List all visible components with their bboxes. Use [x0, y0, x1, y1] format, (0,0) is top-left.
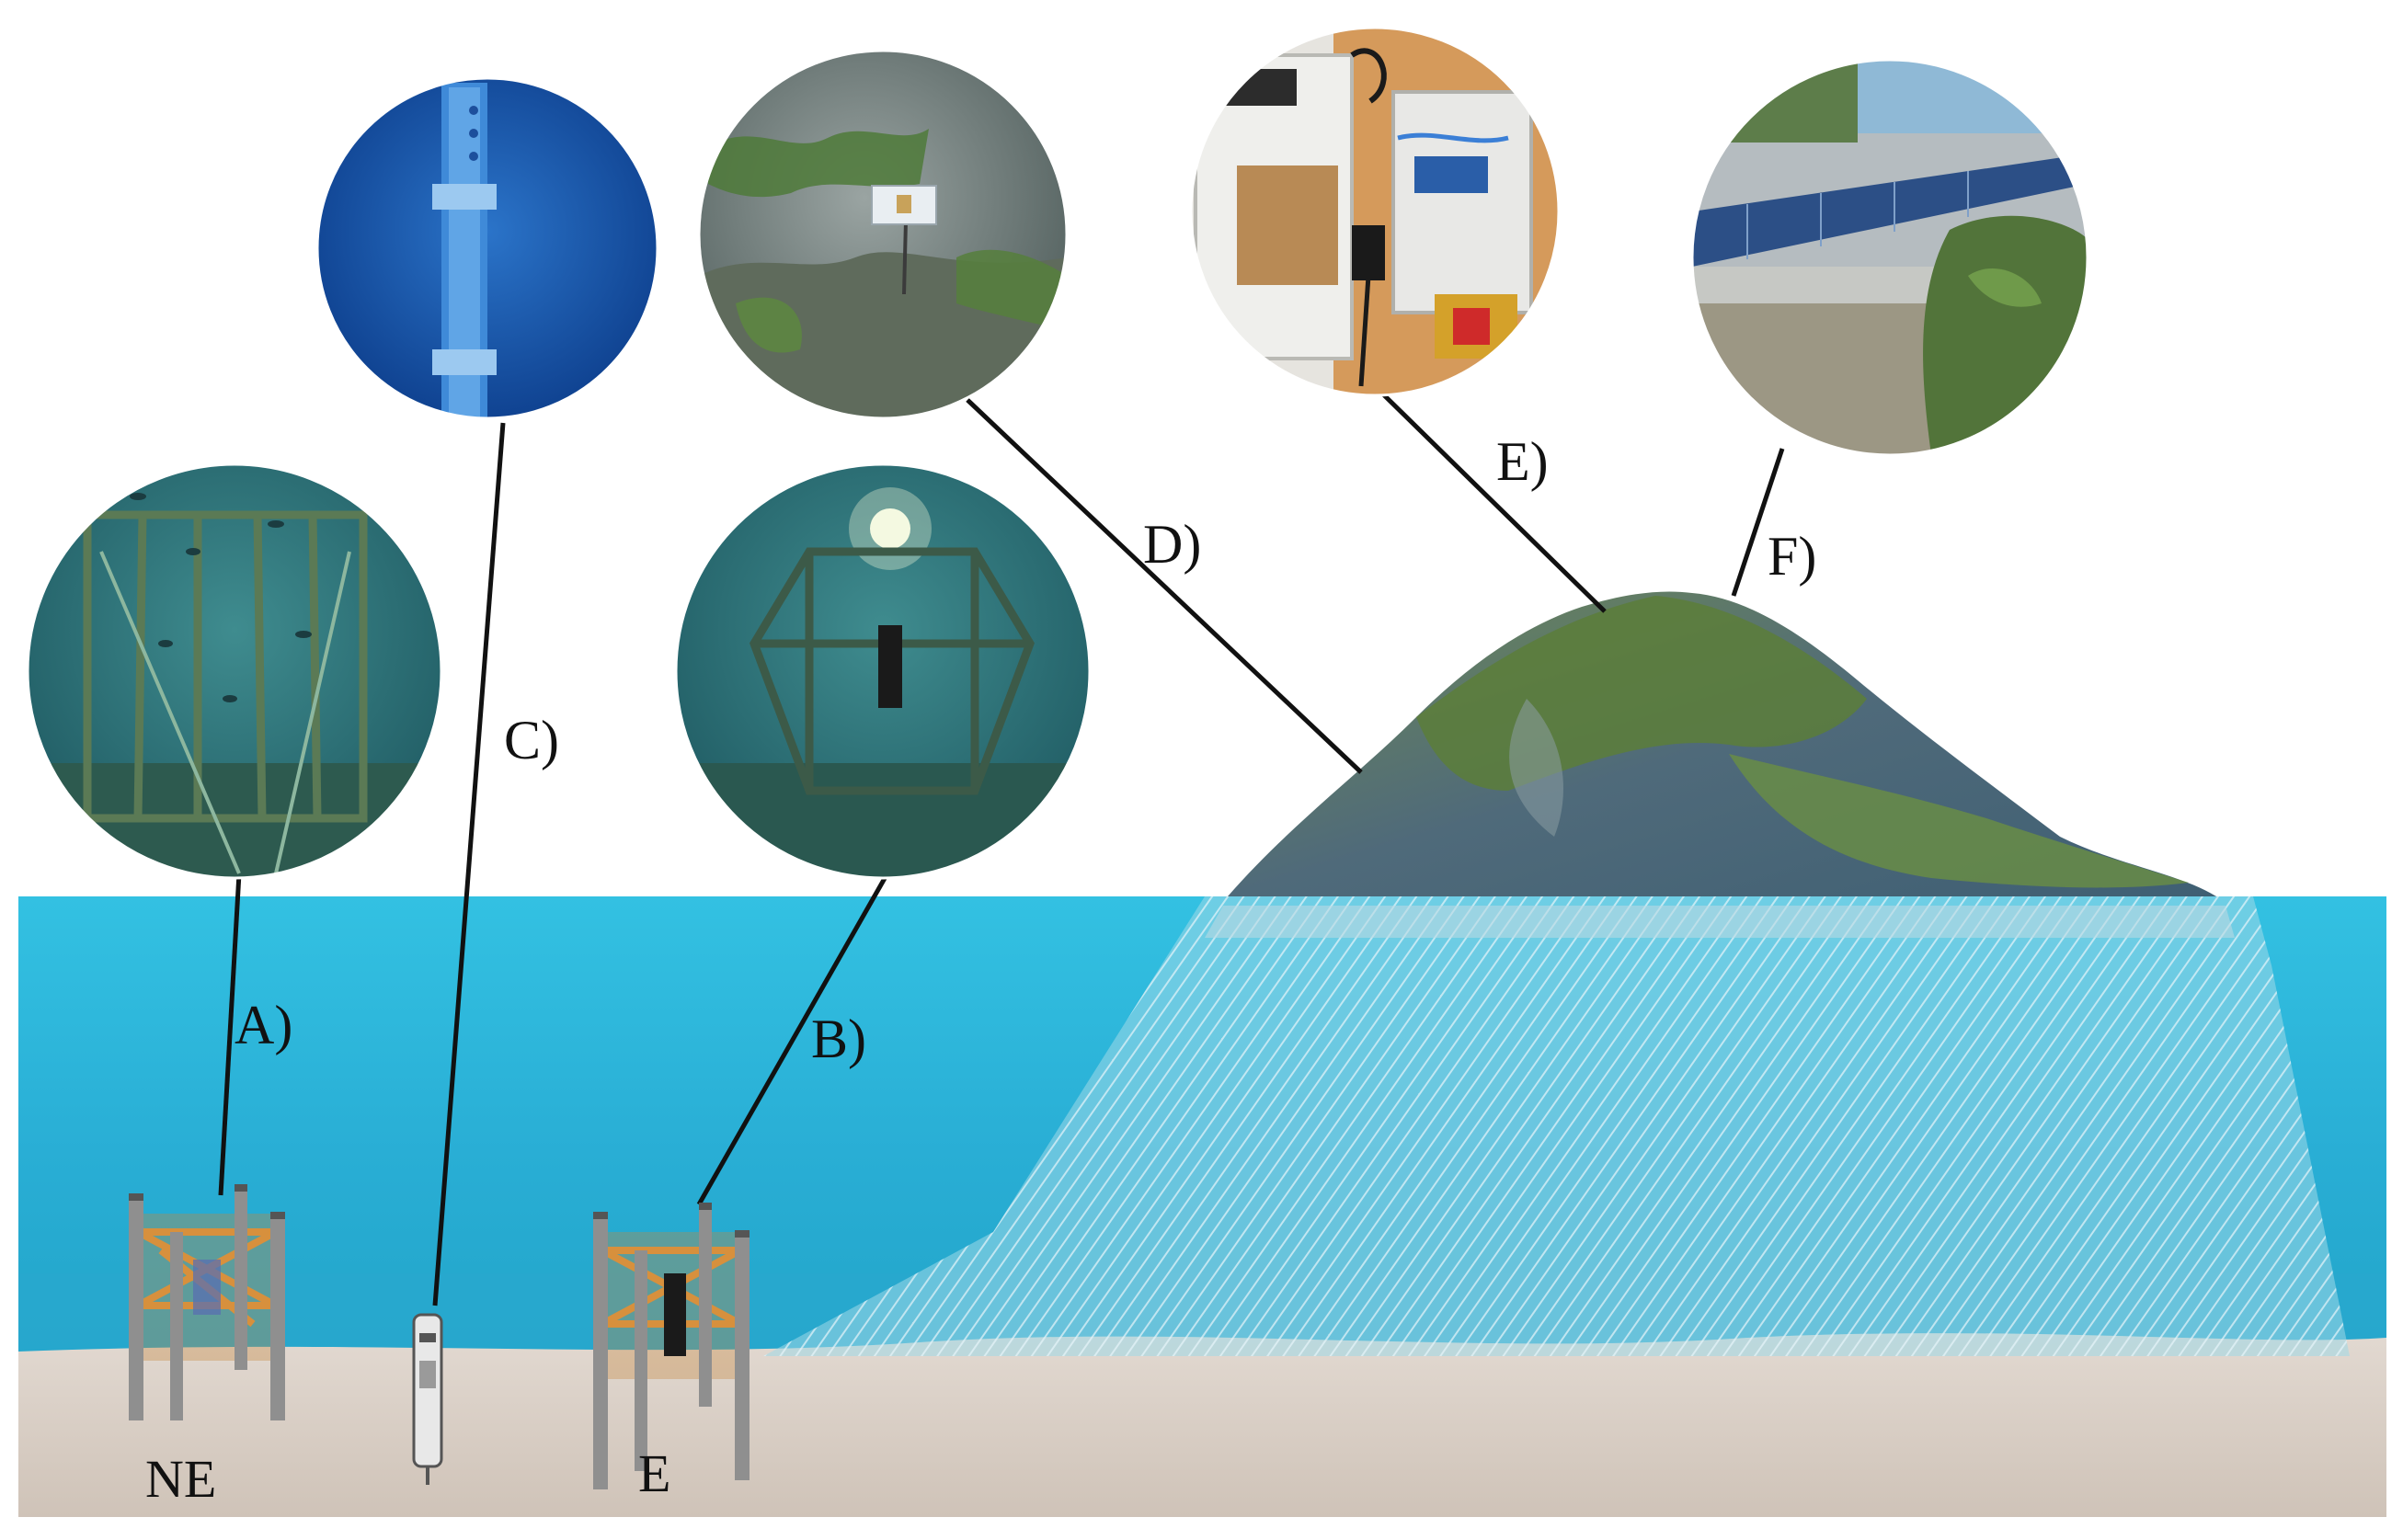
label-d: D) — [1143, 514, 1201, 575]
instrument-c — [412, 1313, 443, 1485]
photo-inset-d — [697, 49, 1069, 420]
label-f: F) — [1768, 526, 1816, 587]
label-a: A) — [235, 995, 292, 1055]
site-label-e: E — [638, 1443, 670, 1503]
cage-ne — [129, 1184, 285, 1420]
photo-inset-f — [1690, 58, 2089, 457]
leader-lines — [218, 384, 1785, 1306]
island — [1205, 591, 2235, 938]
photo-inset-b — [674, 462, 1092, 880]
label-e: E) — [1496, 431, 1549, 492]
photo-inset-e — [1189, 26, 1561, 397]
photo-inset-a — [26, 462, 443, 880]
cage-e — [593, 1203, 750, 1489]
site-label-ne: NE — [145, 1449, 216, 1509]
island-underwater-extent — [763, 896, 2350, 1356]
label-b: B) — [811, 1009, 866, 1069]
photo-inset-c — [315, 76, 659, 420]
label-c: C) — [504, 710, 559, 770]
seabed — [18, 1333, 2386, 1517]
